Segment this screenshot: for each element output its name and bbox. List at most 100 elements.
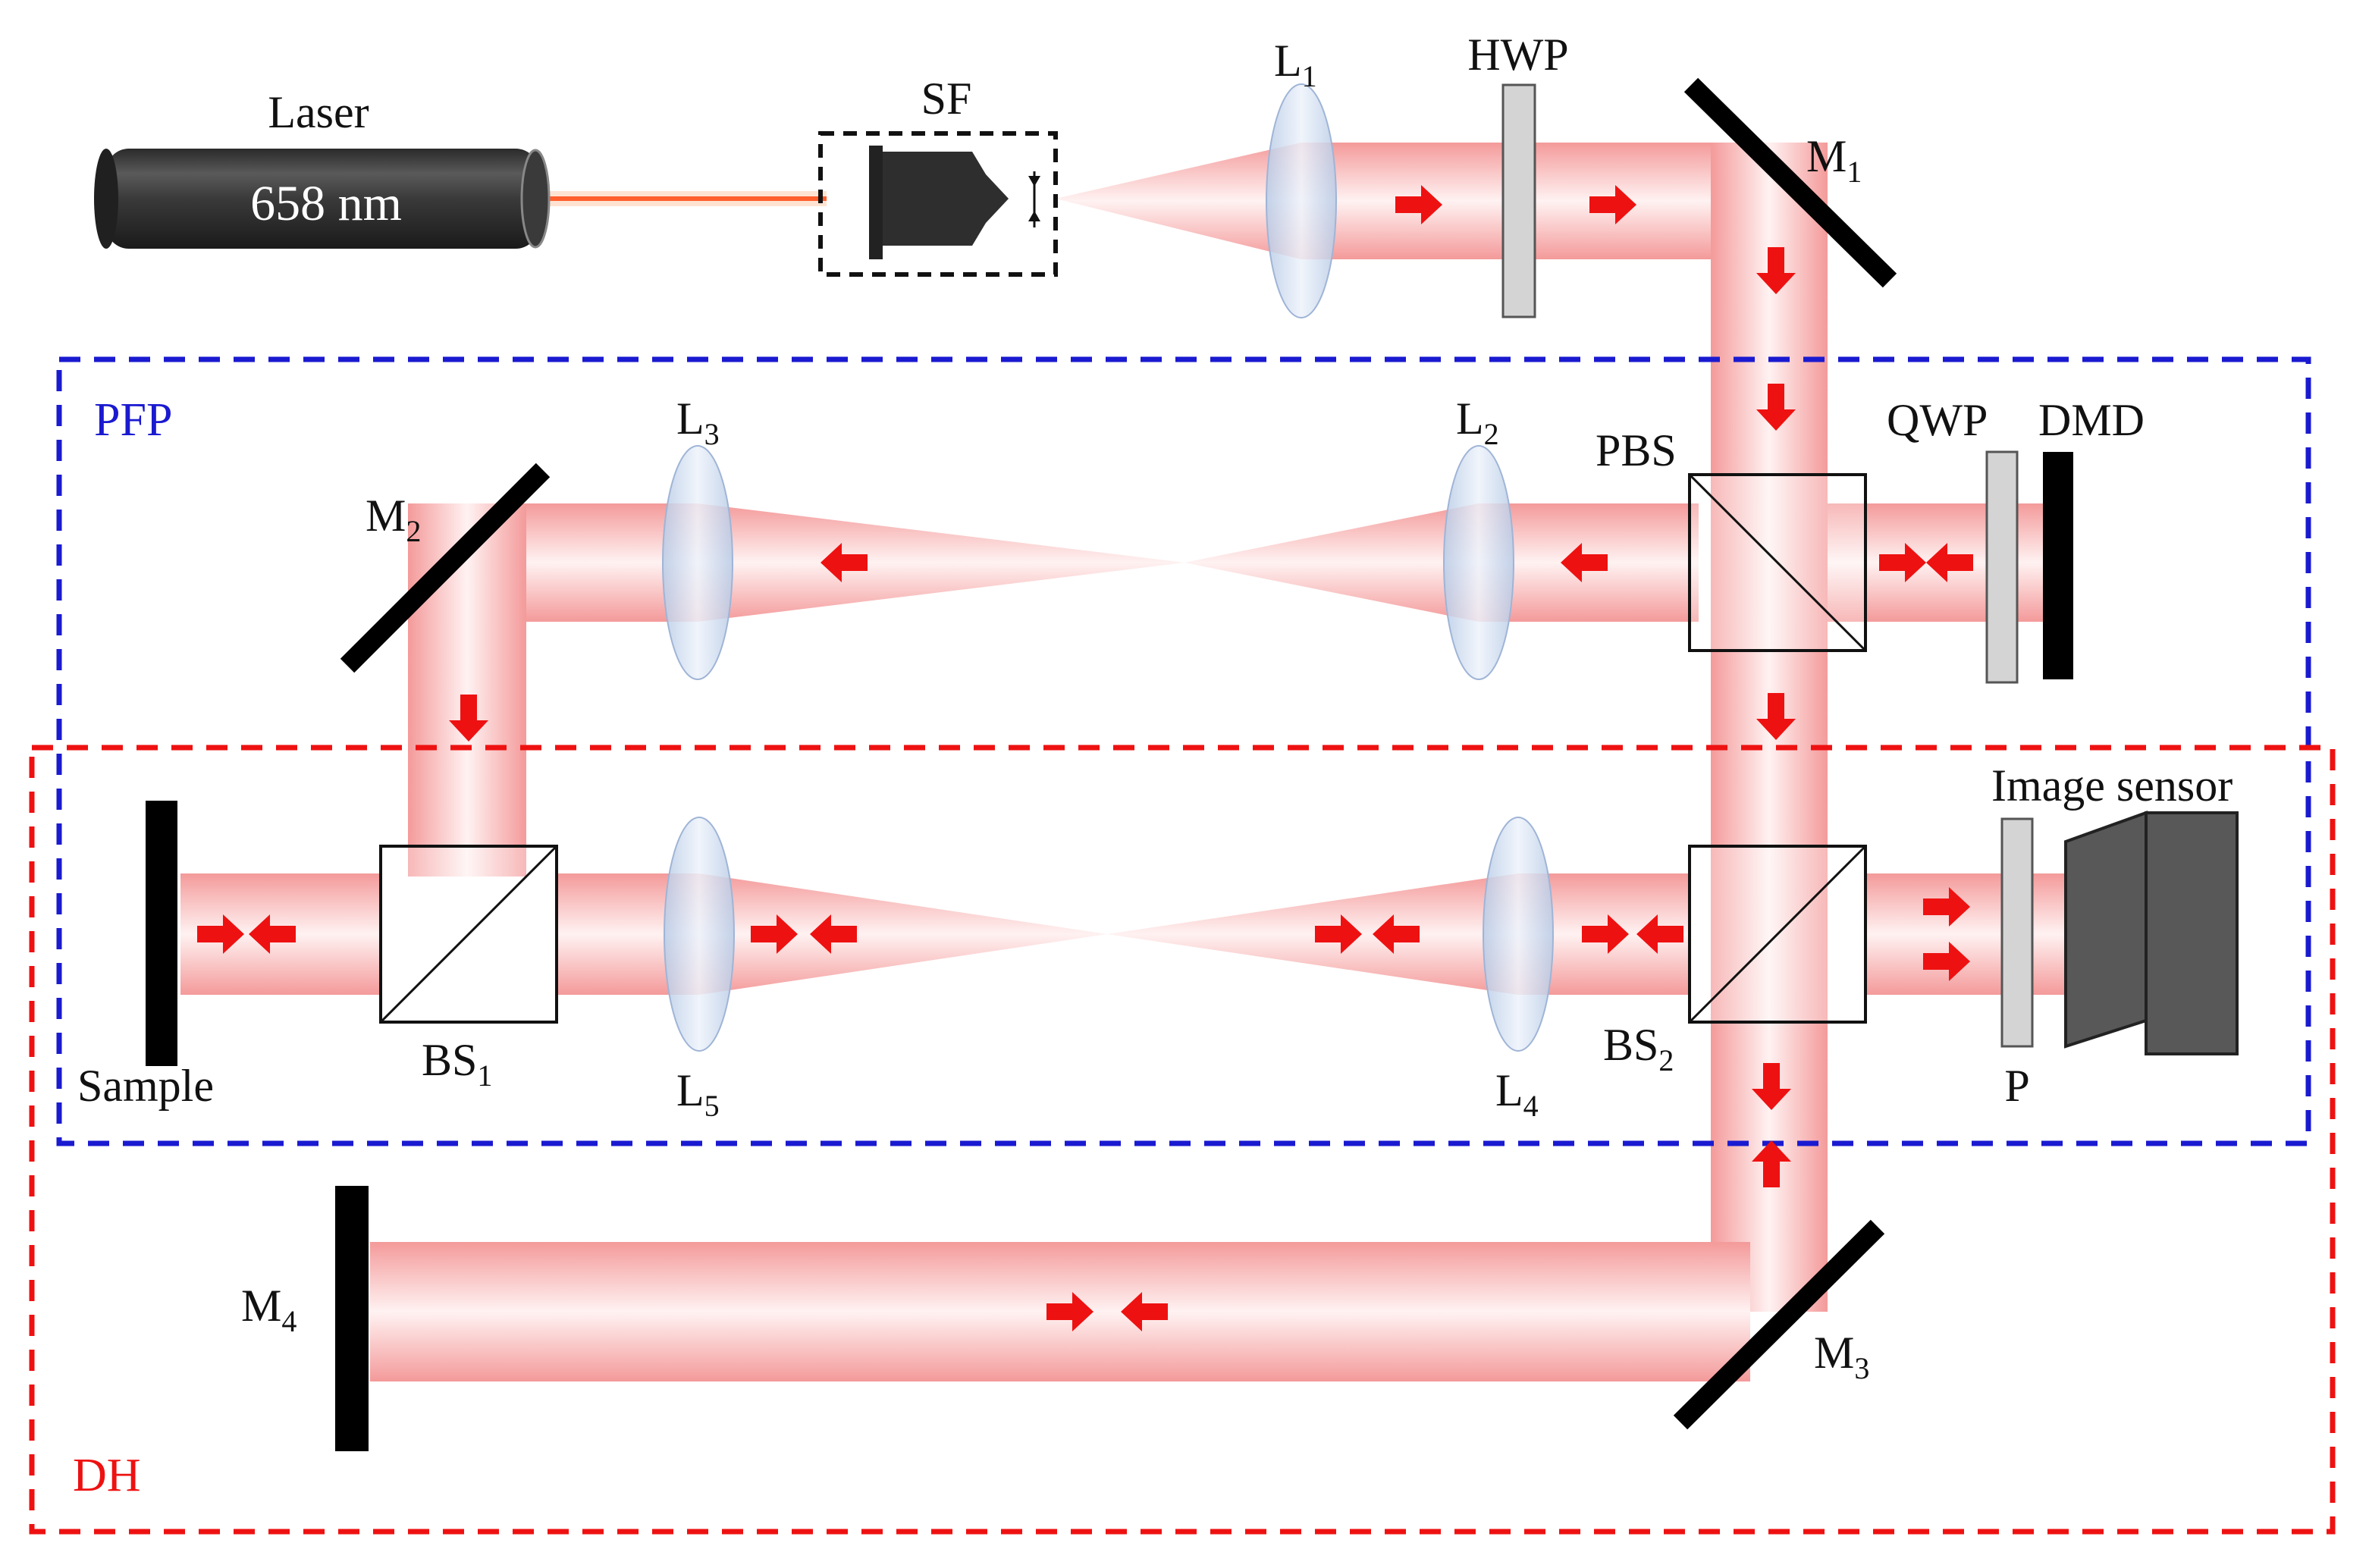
l3-label: L3 <box>676 394 720 451</box>
l4-label: L4 <box>1495 1065 1539 1123</box>
beam-bs2-sensor <box>1864 873 2066 995</box>
dh-region-box <box>29 745 2336 1535</box>
arrow-sample-left <box>249 914 296 954</box>
mirror-m2 <box>340 463 551 673</box>
l4-label-sub: 4 <box>1523 1089 1539 1123</box>
qwp-label: QWP <box>1887 395 1988 445</box>
laser-title: Laser <box>268 87 369 137</box>
bs2-label-main: BS <box>1603 1020 1658 1070</box>
arrow-bs2-m3-up <box>1752 1140 1791 1187</box>
beam-cone-l5 <box>699 873 1107 995</box>
m2-label-main: M <box>366 491 406 541</box>
bs1-label: BS1 <box>422 1035 492 1093</box>
arrow-bottom-right <box>1046 1292 1094 1331</box>
m2-label: M2 <box>366 491 421 548</box>
image-sensor <box>2064 811 2239 1055</box>
l3-label-sub: 3 <box>704 417 720 451</box>
l1-label-sub: 1 <box>1302 59 1317 93</box>
arrow-sensor-1 <box>1923 887 1970 927</box>
beam-cone-l2 <box>1184 503 1479 622</box>
m1-label-main: M <box>1806 131 1847 181</box>
beam-cone-l3 <box>698 503 1184 622</box>
m3-label: M3 <box>1814 1328 1869 1385</box>
sf-dashed-box <box>818 131 1058 277</box>
arrow-l4-right <box>1582 914 1629 954</box>
bs1-label-sub: 1 <box>477 1058 492 1093</box>
lens-l3 <box>662 445 733 680</box>
l1-label: L1 <box>1274 36 1317 93</box>
pfp-region-box <box>56 356 2311 1146</box>
m1-label-sub: 1 <box>1847 155 1862 189</box>
lens-l1 <box>1266 83 1337 318</box>
dh-label: DH <box>73 1450 141 1501</box>
mirror-m1 <box>1683 77 1897 288</box>
sample-label: Sample <box>77 1061 214 1111</box>
arrow-pfp-l3 <box>821 543 868 582</box>
arrow-pfp-l2 <box>1561 543 1608 582</box>
arrow-vertical-3 <box>1756 693 1796 740</box>
l2-label-main: L <box>1456 394 1484 444</box>
arrow-bs2-m3-down <box>1752 1063 1791 1110</box>
pbs-label: PBS <box>1596 425 1677 475</box>
arrow-l5-right <box>751 914 798 954</box>
arrow-vertical-2 <box>1756 384 1796 431</box>
l2-label: L2 <box>1456 394 1499 451</box>
qwp-plate <box>1985 450 2019 684</box>
arrow-sample-right <box>197 914 244 954</box>
dmd <box>2043 452 2073 679</box>
m1-label: M1 <box>1806 131 1862 189</box>
lens-l5 <box>664 817 735 1052</box>
beam-m2-bs1 <box>408 503 526 877</box>
l5-label-main: L <box>676 1065 704 1115</box>
bs1-label-main: BS <box>422 1035 477 1085</box>
hwp-plate <box>1501 83 1536 318</box>
hwp-label: HWP <box>1467 30 1568 80</box>
beam-cone-sf-l1 <box>1056 143 1301 259</box>
l1-label-main: L <box>1274 36 1302 86</box>
arrow-sensor-2 <box>1923 942 1970 981</box>
arrow-l4-cone-right <box>1315 914 1362 954</box>
l4-label-main: L <box>1495 1065 1523 1115</box>
sf-objective <box>869 146 1040 259</box>
arrow-vertical-1 <box>1756 247 1796 294</box>
arrow-top-1 <box>1395 185 1442 224</box>
sf-label: SF <box>921 74 972 124</box>
arrow-bottom-left <box>1121 1292 1168 1331</box>
arrow-pbs-qwp-right <box>1879 543 1926 582</box>
mirror-m4 <box>335 1186 369 1451</box>
m4-label-sub: 4 <box>281 1304 297 1338</box>
dmd-label: DMD <box>2038 395 2145 445</box>
l2-label-sub: 2 <box>1484 417 1499 451</box>
pfp-label: PFP <box>94 394 172 446</box>
lens-l2 <box>1443 445 1514 680</box>
image-sensor-label: Image sensor <box>1991 760 2233 811</box>
beam-cone-l4 <box>1107 873 1518 995</box>
arrow-l4-left <box>1636 914 1683 954</box>
l5-label-sub: 5 <box>704 1089 720 1123</box>
m3-label-main: M <box>1814 1328 1854 1378</box>
l3-label-main: L <box>676 394 704 444</box>
p-label: P <box>2004 1061 2029 1111</box>
laser-source <box>94 149 551 249</box>
m2-label-sub: 2 <box>406 514 421 548</box>
bs2-label: BS2 <box>1603 1020 1674 1077</box>
sample <box>146 801 177 1066</box>
mirror-m3 <box>1673 1219 1885 1430</box>
arrow-l5-left <box>810 914 857 954</box>
arrow-m2-bs1 <box>449 695 488 742</box>
laser-wavelength: 658 nm <box>250 176 402 231</box>
l5-label: L5 <box>676 1065 720 1123</box>
arrow-top-2 <box>1589 185 1636 224</box>
arrow-l4-cone-left <box>1373 914 1420 954</box>
bs1-cube <box>379 845 558 1024</box>
bs2-cube <box>1688 845 1867 1024</box>
polarizer-p <box>2000 817 2034 1048</box>
lens-l4 <box>1483 817 1554 1052</box>
pbs-cube <box>1688 473 1867 652</box>
arrow-pbs-qwp-left <box>1926 543 1973 582</box>
m4-label-main: M <box>241 1281 281 1331</box>
bs2-label-sub: 2 <box>1658 1043 1674 1077</box>
m4-label: M4 <box>241 1281 297 1338</box>
m3-label-sub: 3 <box>1854 1351 1869 1385</box>
